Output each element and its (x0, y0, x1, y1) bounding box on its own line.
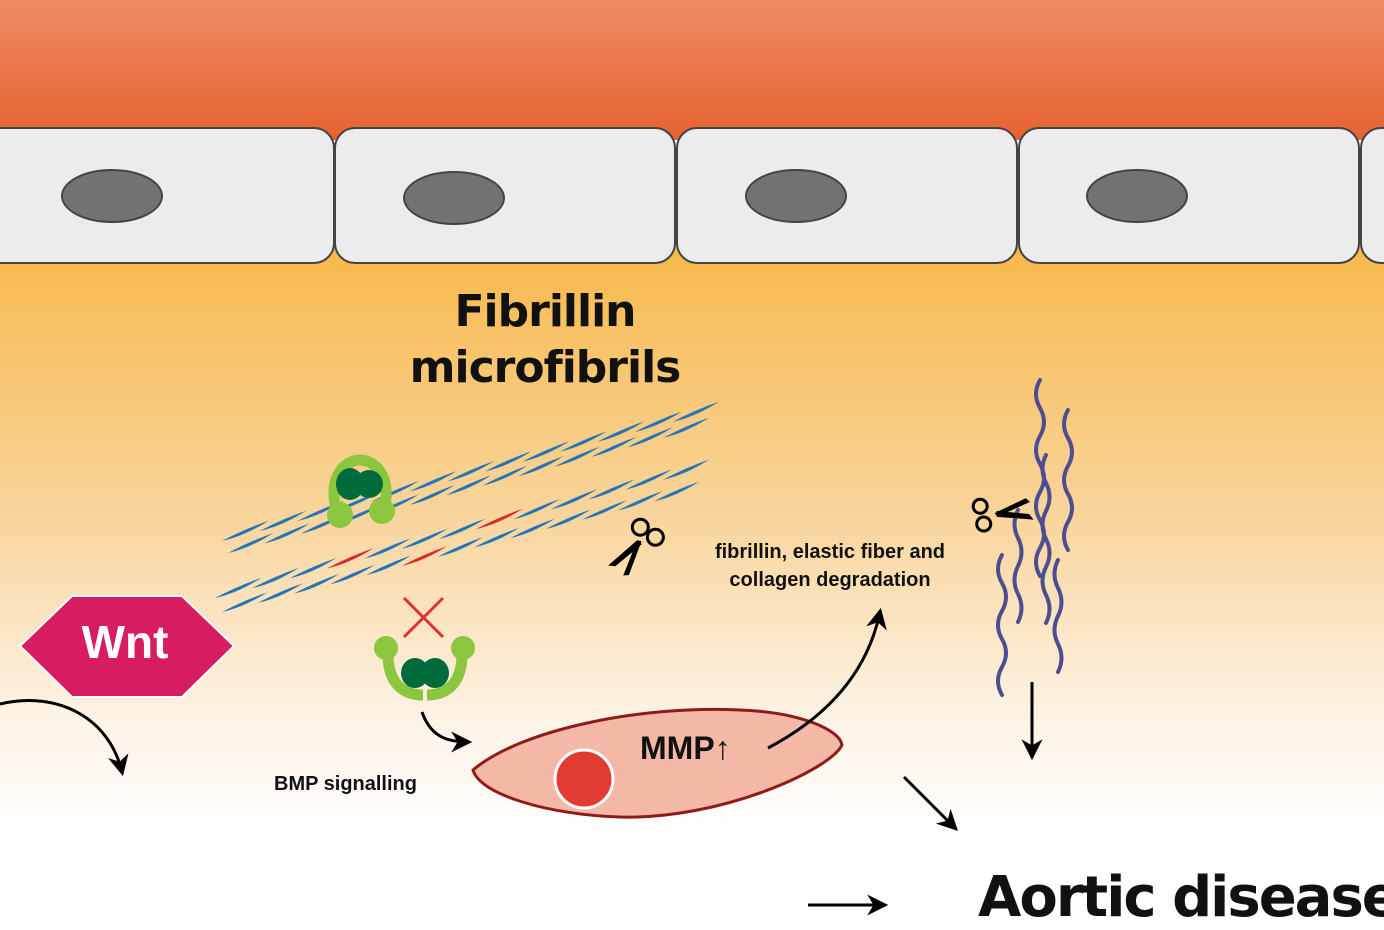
microfibril-segment (654, 481, 699, 502)
microfibril-segment (550, 489, 598, 510)
microfibril-segment (588, 479, 635, 500)
cell-nucleus (61, 169, 163, 223)
microfibril-segment (447, 461, 495, 482)
microfibril-segment (258, 583, 303, 603)
vessel-lumen (0, 0, 1384, 140)
microfibril-segment (559, 431, 607, 452)
collagen-fiber (1040, 453, 1052, 625)
microfibril-segment (482, 465, 528, 486)
title-line-1: Fibrillin (454, 286, 637, 337)
microfibril-segment (330, 564, 375, 585)
microfibril-segment (591, 436, 637, 457)
endothelial-cell (0, 127, 335, 264)
bmp-signalling-label: BMP signalling (274, 773, 417, 795)
microfibril-segment (252, 567, 299, 589)
fibrillin-microfibrils (215, 401, 720, 612)
arrow-icon (0, 699, 129, 777)
microfibril-segment (672, 401, 720, 422)
endothelial-cell (676, 127, 1018, 264)
collagen-fibers (996, 378, 1074, 697)
degradation-label: fibrillin, elastic fiber and collagen de… (680, 538, 980, 594)
fibrillin-microfibrils-title: Fibrillin microfibrils (395, 284, 695, 396)
wnt-label: Wnt (81, 616, 169, 668)
microfibril-segment (484, 451, 532, 472)
title-line-2: microfibrils (409, 342, 682, 393)
arrow-icon (767, 607, 887, 750)
endothelial-layer (0, 127, 1384, 264)
endothelial-cell (334, 127, 676, 264)
microfibril-segment (264, 523, 310, 544)
collagen-fiber (996, 553, 1008, 697)
cell-nucleus (1086, 169, 1188, 223)
microfibril-segment (625, 469, 673, 490)
microfibril-segment (438, 518, 486, 539)
microfibril-segment (228, 532, 274, 553)
inhibition-x-icon (402, 596, 445, 639)
mmp-label: MMP↑ (640, 730, 731, 766)
collagen-fiber (1012, 508, 1024, 624)
cell-nucleus (745, 169, 847, 223)
microfibril-segment (546, 509, 591, 529)
microfibril-segment (513, 498, 561, 520)
microfibril-segment (401, 528, 449, 549)
wnt-hexagon (18, 595, 236, 698)
microfibril-segment (438, 537, 483, 557)
microfibril-segment (364, 538, 411, 559)
microfibril-segment (618, 490, 663, 511)
damaged-microfibril-segment (326, 548, 374, 569)
degradation-line-1: fibrillin, elastic fiber and (714, 541, 946, 563)
scissors-icon (971, 497, 1034, 533)
damaged-microfibril-segment (402, 546, 447, 566)
smc-nucleus (553, 748, 615, 810)
endothelial-cell (1360, 127, 1384, 264)
collagen-fiber (1052, 558, 1064, 674)
microfibril-segment (522, 441, 570, 462)
microfibril-segment (663, 417, 710, 438)
aortic-disease-label: Aortic disease (978, 865, 1384, 930)
arrow-icon (902, 775, 958, 831)
damaged-microfibril-segment (476, 508, 523, 530)
microfibril-segment (222, 520, 269, 541)
microfibril-segment (662, 459, 710, 480)
ltbp-tgfb-complex-released (374, 636, 475, 701)
microfibril-segment (222, 592, 267, 612)
cell-nucleus (403, 171, 505, 225)
microfibril-segment (289, 558, 337, 579)
microfibril-segment (409, 484, 455, 505)
microfibril-segment (510, 518, 555, 539)
scissors-icon (608, 517, 665, 576)
microfibril-segment (518, 456, 564, 477)
microfibril-segment (445, 475, 492, 496)
microfibril-segment (474, 527, 519, 548)
microfibril-segment (627, 427, 673, 448)
microfibril-segment (259, 510, 307, 532)
microfibril-segment (634, 411, 682, 432)
endothelial-cell (1018, 127, 1360, 264)
microfibril-segment (597, 421, 645, 442)
collagen-fiber (1062, 408, 1074, 552)
microfibril-segment (215, 577, 262, 598)
microfibril-segment (294, 574, 339, 594)
microfibril-segment (366, 555, 411, 576)
ltbp-tgfb-complex-bound (327, 454, 395, 528)
arrow-icon (420, 711, 473, 753)
microfibril-segment (582, 500, 627, 520)
microfibril-segment (554, 446, 601, 467)
microfibril-segment (409, 470, 457, 492)
degradation-line-2: collagen degradation (729, 569, 931, 591)
